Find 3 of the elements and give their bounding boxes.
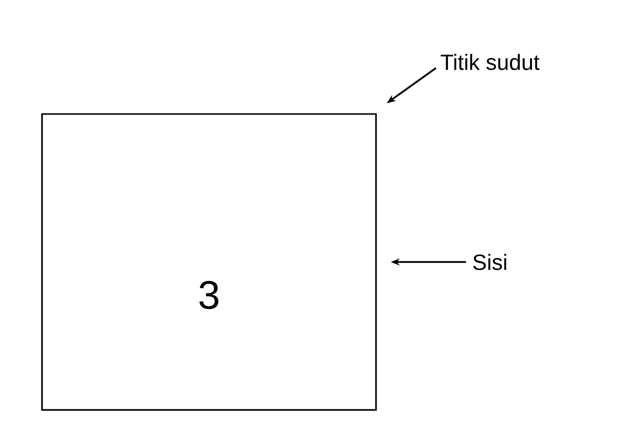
label-text: Titik sudut — [440, 54, 540, 70]
square: 3 — [41, 113, 377, 411]
label-text: Sisi — [473, 254, 506, 270]
